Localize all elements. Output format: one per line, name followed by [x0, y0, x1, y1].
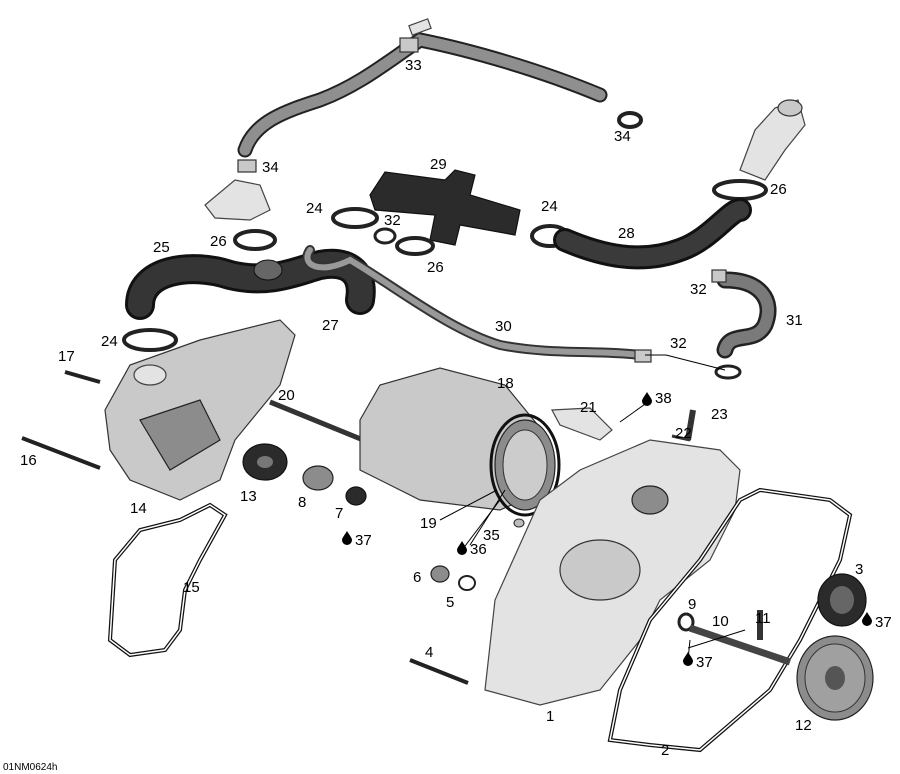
- part-9: [677, 612, 695, 632]
- svg-text:37: 37: [355, 532, 372, 549]
- callout-19: 19: [420, 515, 437, 532]
- clamp-24-left: [122, 328, 178, 352]
- callout-18: 18: [497, 375, 514, 392]
- callout-1: 1: [546, 708, 554, 725]
- callout-34-b: 34: [262, 159, 279, 176]
- shaft-10: [688, 624, 792, 666]
- oil-drop-icon: [862, 612, 872, 626]
- callout-32-a: 32: [384, 212, 401, 229]
- callout-38: 38: [642, 390, 672, 407]
- callout-12: 12: [795, 717, 812, 734]
- callout-3: 3: [855, 561, 863, 578]
- callout-33: 33: [405, 57, 422, 74]
- part-8: [302, 465, 334, 491]
- component-18: [359, 367, 561, 517]
- thermostat-housing-right: [739, 99, 806, 181]
- callout-37-a: 37: [342, 531, 372, 549]
- callout-13: 13: [240, 488, 257, 505]
- svg-text:37: 37: [875, 614, 892, 631]
- callout-4: 4: [425, 644, 433, 661]
- callout-17: 17: [58, 348, 75, 365]
- callout-labels: 33 34 34 29 26 24 32 24 28 25 26 26 32 3…: [20, 57, 892, 759]
- callout-28: 28: [618, 225, 635, 242]
- oil-drop-icon: [642, 392, 652, 406]
- clamp-34-top: [617, 111, 643, 129]
- callout-31: 31: [786, 312, 803, 329]
- callout-37-c: 37: [683, 652, 713, 671]
- bolt-4: [409, 658, 469, 685]
- callout-32-c: 32: [670, 335, 687, 352]
- leader-lines: [439, 354, 746, 661]
- svg-text:38: 38: [655, 390, 672, 407]
- svg-text:36: 36: [470, 541, 487, 558]
- callout-11: 11: [755, 610, 771, 627]
- clamp-32-right: [711, 269, 727, 283]
- svg-text:37: 37: [696, 654, 713, 671]
- hose-31: [716, 271, 777, 359]
- bolt-16: [21, 436, 101, 470]
- bolt-17: [64, 370, 101, 384]
- hose-28: [553, 198, 752, 270]
- clamp-26-left: [233, 229, 277, 251]
- fitting-21: [551, 407, 613, 441]
- clamp-26-top: [712, 179, 768, 201]
- impeller-13: [242, 443, 288, 481]
- oil-drop-icon: [457, 541, 467, 555]
- callout-5: 5: [446, 594, 454, 611]
- callout-22: 22: [675, 425, 692, 442]
- pipe-29: [369, 169, 521, 246]
- callout-37-b: 37: [862, 612, 892, 631]
- callout-24-b: 24: [541, 198, 558, 215]
- bolt-23: [685, 409, 696, 441]
- reference-code: 01NM0624h: [3, 762, 57, 773]
- hose-25-27: [125, 248, 376, 320]
- gear-12: [796, 635, 874, 721]
- callout-7: 7: [335, 505, 343, 522]
- clamp-32-lower: [634, 349, 652, 363]
- callout-24-c: 24: [101, 333, 118, 350]
- callout-21: 21: [580, 399, 597, 416]
- callout-29: 29: [430, 156, 447, 173]
- gasket-15: [107, 502, 228, 658]
- o-ring-5: [458, 575, 476, 591]
- clamp-32-lower-b: [714, 364, 742, 380]
- cover-1: [484, 439, 741, 706]
- clamp-26-mid: [395, 236, 435, 256]
- callout-9: 9: [688, 596, 696, 613]
- part-22: [671, 434, 691, 442]
- water-pump-housing-14: [104, 319, 296, 501]
- part-35: [513, 518, 525, 528]
- oil-drop-icon: [683, 652, 693, 666]
- callout-27: 27: [322, 317, 339, 334]
- part-6: [430, 565, 450, 583]
- callout-36: 36: [457, 541, 487, 558]
- callout-2: 2: [661, 742, 669, 759]
- callout-26-a: 26: [770, 181, 787, 198]
- clamp-24-mid: [331, 207, 379, 229]
- callout-20: 20: [278, 387, 295, 404]
- clamp-32-mid: [373, 227, 397, 245]
- gear-7: [345, 486, 367, 506]
- callout-6: 6: [413, 569, 421, 586]
- callout-8: 8: [298, 494, 306, 511]
- callout-30: 30: [495, 318, 512, 335]
- callout-15: 15: [183, 579, 200, 596]
- callout-34-a: 34: [614, 128, 631, 145]
- gear-3: [817, 573, 867, 627]
- callout-23: 23: [711, 406, 728, 423]
- callout-32-b: 32: [690, 281, 707, 298]
- callout-10: 10: [712, 613, 729, 630]
- oil-drop-icon: [342, 531, 352, 545]
- callout-35: 35: [483, 527, 500, 544]
- callout-25: 25: [153, 239, 170, 256]
- callout-26-c: 26: [427, 259, 444, 276]
- callout-14: 14: [130, 500, 147, 517]
- callout-26-b: 26: [210, 233, 227, 250]
- callout-24-a: 24: [306, 200, 323, 217]
- hose-33: [237, 18, 608, 158]
- thermostat-housing-left: [204, 159, 271, 221]
- callout-16: 16: [20, 452, 37, 469]
